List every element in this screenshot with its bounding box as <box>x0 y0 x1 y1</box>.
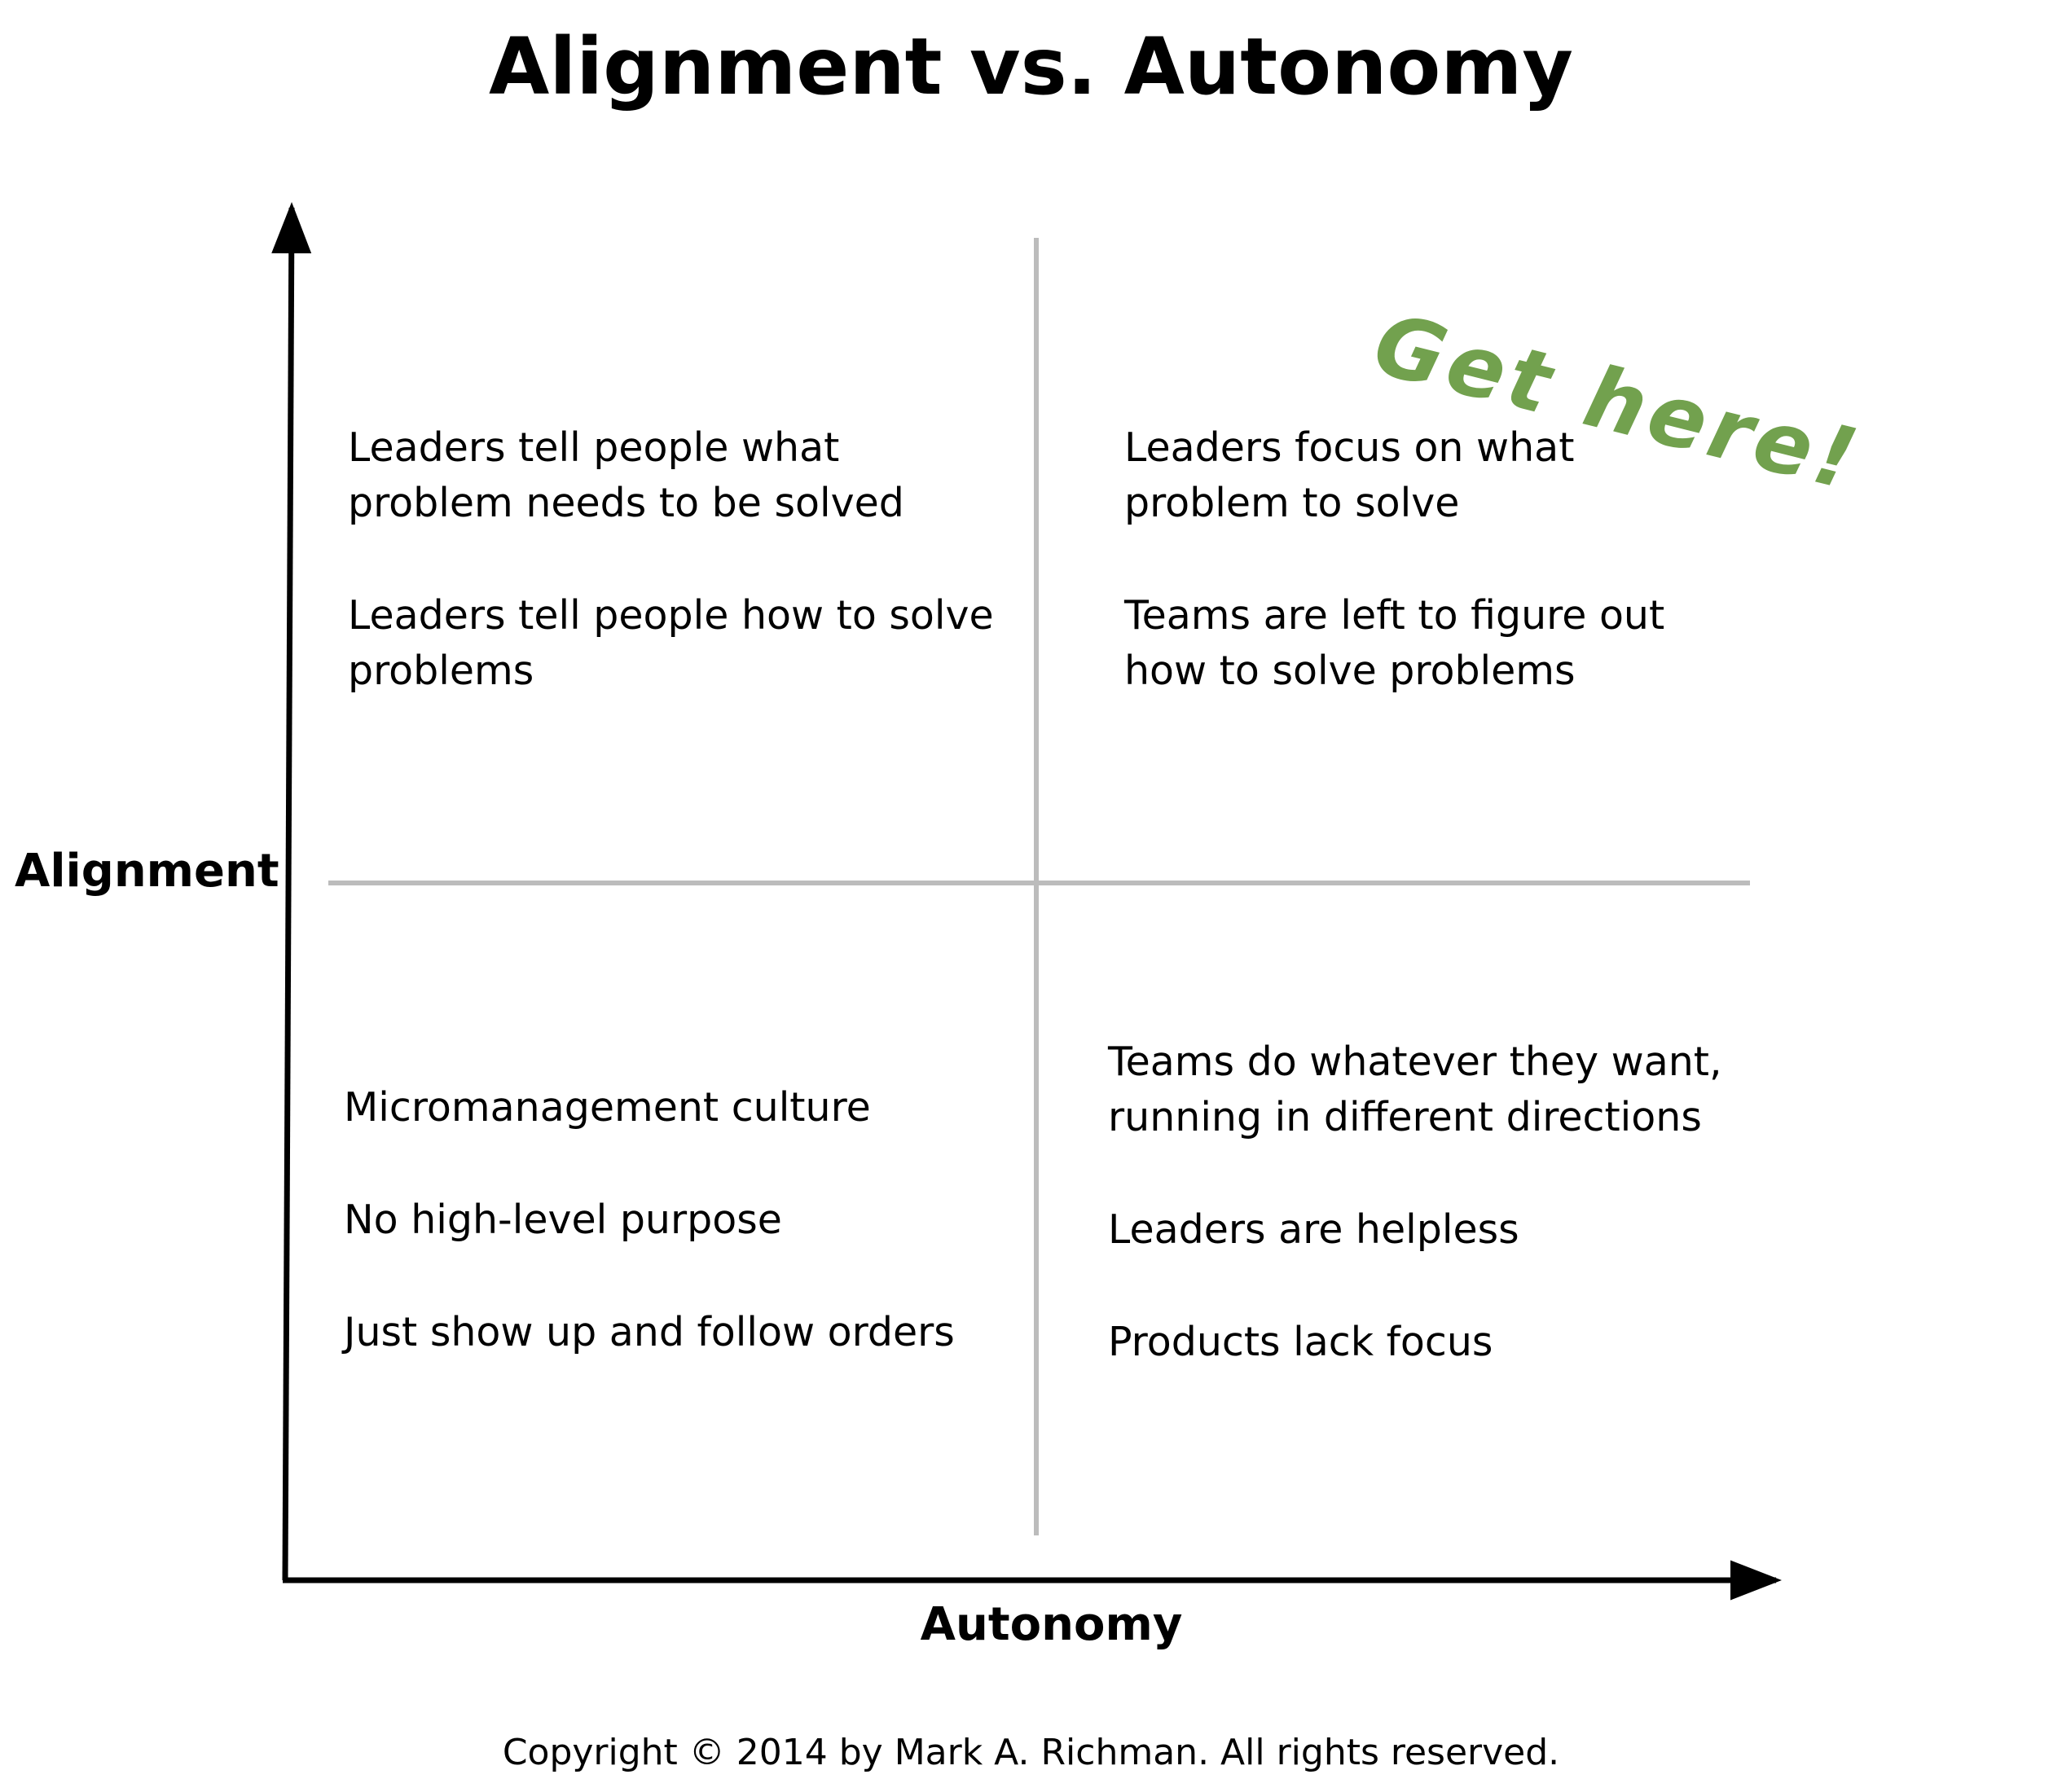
quadrant-text: Leaders focus on what problem to solve <box>1124 424 1575 526</box>
quadrant-low-alignment-low-autonomy: Micromanagement culture No high-level pu… <box>344 1080 996 1360</box>
copyright-notice: Copyright © 2014 by Mark A. Richman. All… <box>502 1732 1560 1773</box>
x-axis-label: Autonomy <box>920 1598 1183 1651</box>
quadrant-high-alignment-low-autonomy: Leaders tell people what problem needs t… <box>348 420 1000 699</box>
quadrant-text: Just show up and follow orders <box>344 1309 955 1355</box>
quadrant-text: Leaders tell people how to solve problem… <box>348 592 994 694</box>
quadrant-text: Teams are left to figure out how to solv… <box>1124 592 1665 694</box>
y-axis-label: Alignment <box>15 845 279 898</box>
quadrant-text: Leaders are helpless <box>1108 1206 1519 1253</box>
quadrant-text: Leaders tell people what problem needs t… <box>348 424 904 526</box>
quadrant-text: Micromanagement culture <box>344 1084 871 1131</box>
y-axis-arrow <box>271 202 312 1581</box>
quadrant-high-alignment-high-autonomy: Leaders focus on what problem to solve T… <box>1124 420 1686 699</box>
quadrant-text: Teams do whatever they want, running in … <box>1108 1039 1722 1140</box>
quadrant-text: Products lack focus <box>1108 1319 1493 1365</box>
diagram-title: Alignment vs. Autonomy <box>489 21 1573 112</box>
quadrant-low-alignment-high-autonomy: Teams do whatever they want, running in … <box>1108 1034 1727 1370</box>
quadrant-text: No high-level purpose <box>344 1197 782 1243</box>
